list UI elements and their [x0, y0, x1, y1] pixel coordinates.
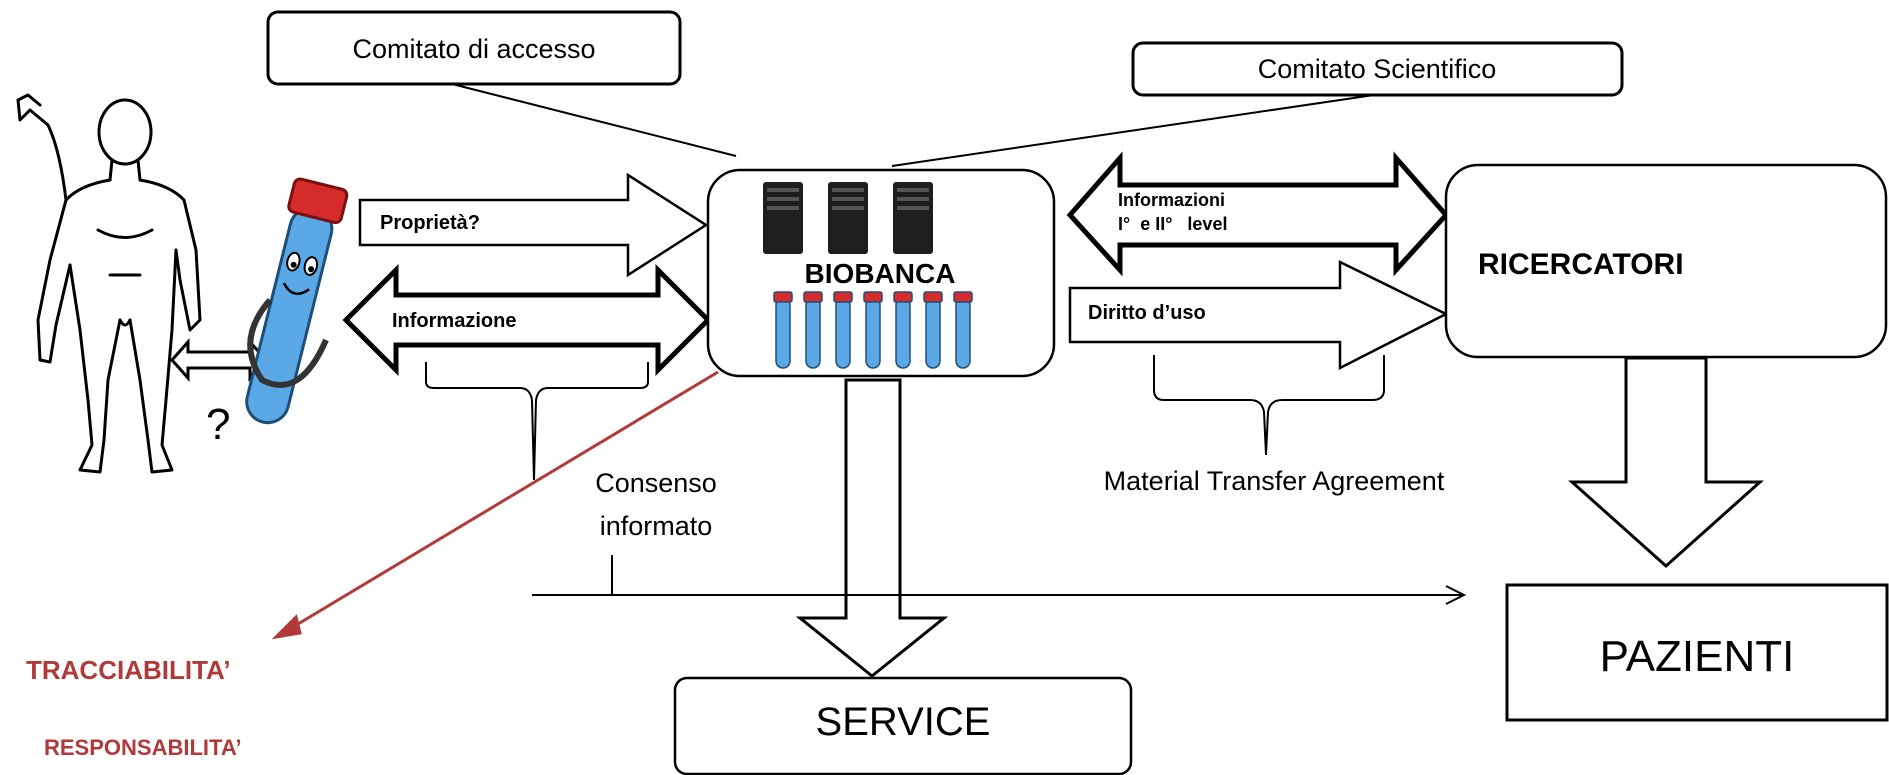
tracciabilita-arrow [271, 370, 719, 640]
biobanca-service-arrow [795, 378, 949, 678]
comitato-accesso-box [266, 10, 682, 86]
sample-tube-icon [863, 291, 883, 369]
comitato-accesso-connector [451, 83, 737, 157]
tracciabilita-label: TRACCIABILITA’ [26, 655, 231, 685]
comitato-scientifico-box [1131, 41, 1624, 97]
question-mark: ? [206, 400, 231, 449]
server-icon [828, 182, 868, 254]
comitato-scientifico-connector [891, 94, 1375, 167]
ricercatori-label: RICERCATORI [1478, 248, 1684, 281]
sample-tube-icon [803, 291, 823, 369]
server-icon [763, 182, 803, 254]
pazienti-box [1505, 583, 1889, 722]
sample-tube-icon [893, 291, 913, 369]
consenso-label-line1: Consenso [595, 468, 717, 498]
mta-brace [1153, 355, 1385, 456]
sample-tube-icon [953, 291, 973, 369]
timeline-arrow [532, 555, 1467, 605]
responsabilita-label: RESPONSABILITA’ [44, 735, 242, 760]
server-icon [893, 182, 933, 254]
service-box [673, 676, 1133, 775]
pazienti-label: PAZIENTI [1599, 632, 1795, 681]
sample-tube-icon [773, 291, 793, 369]
human-figure-icon [16, 93, 202, 474]
service-label: SERVICE [815, 700, 991, 744]
consenso-brace [425, 362, 649, 481]
informazioni-label-line2: I° e II° level [1118, 214, 1228, 234]
sample-tube-icons [773, 291, 973, 369]
mta-label: Material Transfer Agreement [1103, 466, 1445, 496]
comitato-accesso-label: Comitato di accesso [352, 34, 596, 64]
diritto-uso-arrow [1068, 259, 1449, 371]
informazione-label: Informazione [392, 310, 517, 332]
informazioni-label-line1: Informazioni [1118, 190, 1225, 210]
sample-tube-icon [923, 291, 943, 369]
biobanca-label: BIOBANCA [804, 258, 956, 289]
consenso-label-line2: informato [599, 511, 713, 541]
sample-tube-icon [833, 291, 853, 369]
server-icons [763, 182, 933, 254]
comitato-scientifico-label: Comitato Scientifico [1257, 54, 1497, 84]
diritto-uso-label: Diritto d’uso [1088, 302, 1206, 324]
ricercatori-pazienti-arrow [1568, 356, 1764, 569]
proprieta-arrow [358, 172, 709, 278]
proprieta-label: Proprietà? [380, 212, 481, 234]
test-tube-mascot-icon [245, 177, 349, 425]
